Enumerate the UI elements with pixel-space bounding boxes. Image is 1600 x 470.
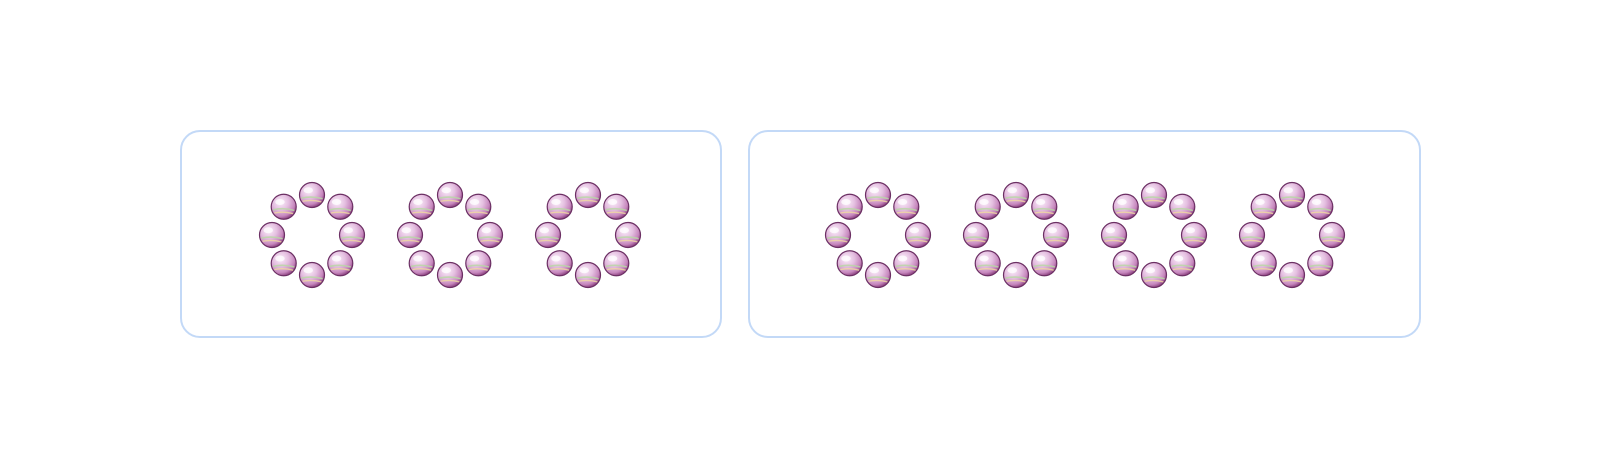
bead <box>962 221 990 249</box>
bead <box>465 250 492 277</box>
bead <box>546 193 573 220</box>
bead-ring-graphic <box>824 181 932 289</box>
bead <box>1112 250 1139 277</box>
bead <box>864 261 892 289</box>
bead <box>258 221 286 249</box>
bead <box>1140 261 1168 289</box>
bead <box>1278 261 1306 289</box>
bead <box>408 193 435 220</box>
bead-ring <box>256 179 368 291</box>
bead <box>1140 181 1168 209</box>
bead <box>270 250 297 277</box>
bead <box>396 221 424 249</box>
bead <box>864 181 892 209</box>
bead <box>1112 193 1139 220</box>
bead <box>836 193 863 220</box>
bead-ring <box>1236 179 1348 291</box>
bead <box>436 261 464 289</box>
bead <box>1169 250 1196 277</box>
bead <box>1238 221 1266 249</box>
bead <box>465 193 492 220</box>
bead-ring <box>532 179 644 291</box>
bead <box>298 181 326 209</box>
bead-ring-graphic <box>962 181 1070 289</box>
bead <box>338 221 366 249</box>
bead <box>1307 193 1334 220</box>
bead-group-1 <box>180 130 722 338</box>
bead <box>1002 181 1030 209</box>
bead <box>1031 193 1058 220</box>
bead <box>327 250 354 277</box>
bead <box>408 250 435 277</box>
bead-ring-graphic <box>534 181 642 289</box>
bead-ring-graphic <box>396 181 504 289</box>
bead <box>298 261 326 289</box>
bead-ring <box>1098 179 1210 291</box>
bead <box>1031 250 1058 277</box>
bead <box>836 250 863 277</box>
bead <box>546 250 573 277</box>
bead <box>1307 250 1334 277</box>
bead-ring <box>394 179 506 291</box>
bead <box>1042 221 1070 249</box>
bead <box>476 221 504 249</box>
bead <box>614 221 642 249</box>
bead <box>893 193 920 220</box>
bead <box>1002 261 1030 289</box>
bead <box>1250 250 1277 277</box>
bead <box>824 221 852 249</box>
bead <box>327 193 354 220</box>
bead-ring <box>822 179 934 291</box>
bead <box>893 250 920 277</box>
bead-ring <box>960 179 1072 291</box>
bead <box>534 221 562 249</box>
bead <box>270 193 297 220</box>
bead <box>574 261 602 289</box>
bead <box>603 250 630 277</box>
bead <box>1100 221 1128 249</box>
bead <box>1250 193 1277 220</box>
bead <box>1169 193 1196 220</box>
bead <box>436 181 464 209</box>
bead-ring-graphic <box>1238 181 1346 289</box>
bead <box>974 250 1001 277</box>
bead <box>974 193 1001 220</box>
bead <box>904 221 932 249</box>
bead <box>574 181 602 209</box>
bead-ring-graphic <box>1100 181 1208 289</box>
bead-group-2 <box>748 130 1421 338</box>
bead <box>1318 221 1346 249</box>
bead <box>1180 221 1208 249</box>
bead <box>1278 181 1306 209</box>
bead-ring-graphic <box>258 181 366 289</box>
bead <box>603 193 630 220</box>
